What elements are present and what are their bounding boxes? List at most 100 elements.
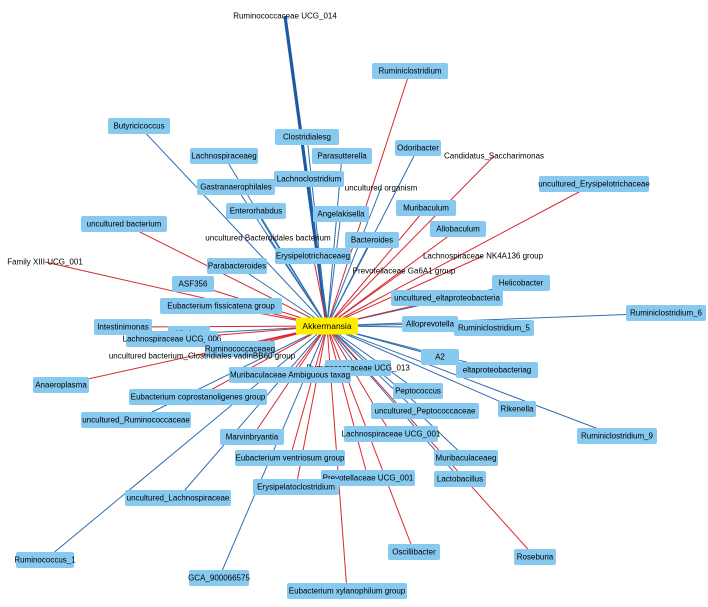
node-helicobacter[interactable]: Helicobacter [492, 275, 550, 291]
node-uncultured-organism[interactable]: uncultured organism [345, 184, 418, 193]
node-eltaproteobacteriag[interactable]: eltaproteobacteriag [456, 362, 538, 378]
node-lachnospiraceae-nk4a136[interactable]: Lachnospiraceae NK4A136 group [423, 252, 544, 261]
node-box [190, 148, 258, 164]
node-ruminiclostridium-6[interactable]: Ruminiclostridium_6 [626, 305, 706, 321]
node-uncultured-erysipelotrichaceae[interactable]: uncultured_Erysipelotrichaceae [538, 176, 650, 192]
node-label: Muribaculum [403, 204, 449, 213]
node-box [129, 389, 267, 405]
node-label: Eubacterium fissicatena group [167, 302, 275, 311]
node-allobaculum[interactable]: Allobaculum [430, 221, 486, 237]
node-parasutterella[interactable]: Parasutterella [312, 148, 372, 164]
node-box [275, 129, 339, 145]
node-label: Anaeroplasma [35, 381, 87, 390]
node-label: Lachnoclostridium [277, 175, 342, 184]
node-ruminiclostridium[interactable]: Ruminiclostridium [372, 63, 448, 79]
node-prevotellaceae-ucg-001[interactable]: Prevotellaceae UCG_001 [321, 470, 415, 486]
hub-node-akkermansia[interactable]: Akkermansia [296, 317, 358, 335]
node-erysipelatoclostridium[interactable]: Erysipelatoclostridium [253, 479, 339, 495]
node-peptococcus[interactable]: Peptococcus [393, 383, 443, 399]
node-label: Eubacterium xylanophilum group [289, 587, 406, 596]
node-marvinbryantia[interactable]: Marvinbryantia [220, 429, 284, 445]
node-label: Ruminococcaceae UCG_013 [306, 364, 410, 373]
node-enterorhabdus[interactable]: Enterorhabdus [226, 203, 286, 219]
node-ruminiclostridium-5[interactable]: Ruminiclostridium_5 [454, 320, 534, 336]
node-ruminococcus-1[interactable]: Ruminococcus_1 [14, 552, 76, 568]
node-angelakisella[interactable]: Angelakisella [313, 206, 369, 222]
node-box [393, 383, 443, 399]
node-gca-900066575[interactable]: GCA_900066575 [188, 570, 250, 586]
node-rikenella[interactable]: Rikenella [498, 401, 536, 417]
node-anaeroplasma[interactable]: Anaeroplasma [33, 377, 89, 393]
node-label: Parasutterella [317, 152, 367, 161]
node-eubacterium-fissicatena[interactable]: Eubacterium fissicatena group [160, 298, 282, 314]
node-ruminiclostridium-9[interactable]: Ruminiclostridium_9 [577, 428, 657, 444]
edge-parabacteroides [236, 265, 328, 327]
node-family-xiii-ucg-001[interactable]: Family XIII UCG_001 [7, 258, 83, 267]
node-oscillibacter[interactable]: Oscillibacter [388, 544, 440, 560]
node-lactobacillus[interactable]: Lactobacillus [434, 471, 486, 487]
edge-bacteroides [326, 239, 373, 327]
edge-family-xiii-ucg-001 [44, 261, 328, 327]
node-label: Rikenella [501, 405, 534, 414]
node-lachnoclostridium[interactable]: Lachnoclostridium [274, 171, 344, 187]
node-label: uncultured Bacteroidales bacterium [205, 234, 331, 243]
node-label: Lactobacillus [437, 475, 483, 484]
node-muribaculum[interactable]: Muribaculum [396, 200, 456, 216]
node-label: uncultured_eltaproteobacteria [394, 294, 500, 303]
edge-erysipelotrichaceaeg [312, 255, 328, 327]
node-lachnospiraceae-ucg-006[interactable]: Lachnospiraceae UCG_006 [123, 331, 222, 347]
node-uncultured-bacteroidales[interactable]: uncultured Bacteroidales bacterium [205, 234, 331, 243]
node-box [372, 63, 448, 79]
node-candidatus-saccharimonas[interactable]: Candidatus_Saccharimonas [444, 152, 544, 161]
node-clostridialesg[interactable]: Clostridialesg [275, 129, 339, 145]
node-ruminococcaceaeg[interactable]: Ruminococcaceaeg [205, 341, 275, 357]
node-gastranaerophilales[interactable]: Gastranaerophilales [197, 179, 275, 195]
node-label: Angelakisella [317, 210, 365, 219]
node-parabacteroides[interactable]: Parabacteroides [207, 258, 267, 274]
node-muribaculaceaeg[interactable]: Muribaculaceaeg [434, 450, 498, 466]
node-ruminococcaceae-ucg-014[interactable]: Ruminococcaceae UCG_014 [233, 12, 337, 21]
node-alloprevotella[interactable]: Alloprevotella [402, 316, 458, 332]
node-box [395, 140, 441, 156]
node-box [396, 200, 456, 216]
node-box [229, 367, 351, 383]
node-uncultured-peptococcaceae[interactable]: uncultured_Peptococcaceae [371, 403, 479, 419]
edge-muribaculum [326, 207, 427, 327]
node-label: Bacteroides [351, 236, 393, 245]
node-erysipelotrichaceaeg[interactable]: Erysipelotrichaceaeg [275, 248, 351, 264]
node-uncultured-eltaproteobacteria[interactable]: uncultured_eltaproteobacteria [391, 290, 503, 306]
node-muribaculaceae-ambiguous[interactable]: Muribaculaceae Ambiguous taxag [229, 367, 351, 383]
node-bacteroides[interactable]: Bacteroides [345, 232, 399, 248]
node-uncultured-bacterium[interactable]: uncultured bacterium [81, 216, 167, 232]
node-butyricicoccus[interactable]: Butyricicoccus [108, 118, 170, 134]
node-box [287, 583, 407, 599]
node-uncultured-bacterium-clostridiales[interactable]: uncultured bacterium_Clostridiales vadin… [109, 352, 296, 361]
edge-ruminiclostridium [326, 70, 411, 327]
node-label: uncultured_Peptococcaceae [375, 407, 477, 416]
node-eubacterium-ventriosum[interactable]: Eubacterium ventriosum group [235, 450, 345, 466]
node-prevotellaceae-ga6a1[interactable]: Prevotellaceae Ga6A1 group [353, 267, 456, 276]
node-box [235, 450, 345, 466]
node-box [434, 450, 498, 466]
node-eubacterium-coprostanoligenes[interactable]: Eubacterium coprostanoligenes group [129, 389, 267, 405]
node-box [16, 552, 74, 568]
node-a2[interactable]: A2 [421, 349, 459, 365]
node-box [207, 258, 267, 274]
edge-uncultured-bacterium [123, 223, 328, 327]
node-roseburia[interactable]: Roseburia [514, 549, 556, 565]
node-lachnospiraceaeg[interactable]: Lachnospiraceaeg [190, 148, 258, 164]
node-asf356[interactable]: ASF356 [172, 276, 214, 292]
node-odoribacter[interactable]: Odoribacter [395, 140, 441, 156]
node-uncultured-ruminococcaceae[interactable]: uncultured_Ruminococcaceae [81, 412, 191, 428]
node-eubacterium-xylanophilum[interactable]: Eubacterium xylanophilum group [287, 583, 407, 599]
node-box [81, 412, 191, 428]
node-box [388, 544, 440, 560]
node-label: uncultured bacterium [87, 220, 162, 229]
hub-node-label: Akkermansia [302, 321, 351, 331]
node-label: Eubacterium coprostanoligenes group [131, 393, 266, 402]
node-lachnospiraceae-ucg-001[interactable]: Lachnospiraceae UCG_001 [342, 426, 441, 442]
hub-node-box [296, 317, 358, 335]
node-box [160, 298, 282, 314]
node-uncultured-lachnospiraceae[interactable]: uncultured_Lachnospiraceae [125, 490, 231, 506]
